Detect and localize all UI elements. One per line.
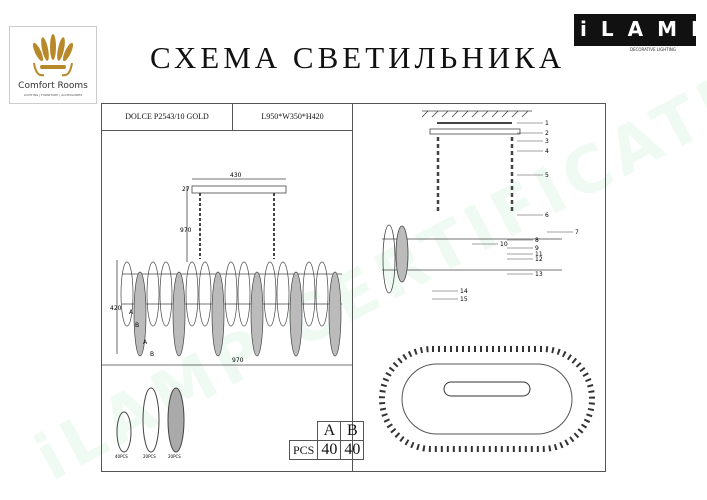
crystal-leaf	[276, 261, 290, 327]
crystal-count: 20PCS	[143, 454, 156, 459]
crystal-leaf	[250, 271, 264, 357]
dim-canopy-width: 430	[230, 172, 242, 179]
col-b: B	[340, 421, 365, 441]
part-number: 5	[545, 172, 549, 179]
part-number: 2	[545, 130, 549, 137]
logo-name: Comfort Rooms	[18, 81, 88, 91]
crystal-leaf	[172, 271, 186, 357]
crystal-leaf	[237, 261, 251, 327]
pcs-label: PCS	[288, 440, 319, 460]
crystal-leaf	[146, 261, 160, 327]
part-number: 3	[545, 138, 549, 145]
crystal-leaf	[315, 261, 329, 327]
dim-height: 420	[110, 305, 122, 312]
part-number: 11	[535, 251, 543, 258]
crystal-leaf	[302, 261, 316, 327]
label-a: A	[129, 309, 134, 316]
logo-tagline: LIGHTING | FURNITURE | ACCESSORIES	[23, 93, 83, 97]
crystal-types: 40PCS 20PCS 20PCS	[115, 387, 185, 459]
crystal-leaf	[289, 271, 303, 357]
crystal-leaf	[120, 261, 134, 327]
crystal-a-icon	[116, 411, 132, 453]
label-b: B	[150, 351, 154, 358]
part-number: 8	[535, 237, 539, 244]
crystal-c-icon	[167, 387, 185, 453]
crystal-leaf	[133, 271, 147, 357]
ilamp-tagline: DECORATIVE LIGHTING	[630, 47, 676, 52]
crystal-leaf	[198, 261, 212, 327]
part-number: 12	[535, 256, 543, 263]
crystal-leaf	[328, 271, 342, 357]
ilamp-logo: iLAMP	[574, 14, 706, 46]
label-b: B	[135, 322, 139, 329]
drawing-frame: DOLCE P2543/10 GOLD L950*W350*H420 430 2…	[101, 103, 606, 472]
dimensions-cell: L950*W350*H420	[233, 104, 353, 131]
dim-canopy-height: 27	[182, 186, 190, 193]
model-cell: DOLCE P2543/10 GOLD	[102, 104, 233, 131]
part-number: 7	[575, 229, 579, 236]
part-number: 10	[500, 241, 508, 248]
crystal-count: 40PCS	[115, 454, 128, 459]
crystal-b-icon	[142, 387, 160, 453]
front-view-drawing: 430 27 970 420 970 A B A B	[102, 172, 352, 366]
part-number: 14	[460, 288, 468, 295]
crystal-leaf	[211, 271, 225, 357]
label-a: A	[143, 339, 148, 346]
crystal-leaf	[159, 261, 173, 327]
crystal-leaf	[224, 261, 238, 327]
ilamp-wordmark: iLAMP	[580, 17, 707, 41]
value-b: 40	[340, 440, 365, 460]
part-number: 1	[545, 120, 549, 127]
comfort-rooms-logo: Comfort Rooms LIGHTING | FURNITURE | ACC…	[9, 26, 97, 104]
part-number: 4	[545, 148, 549, 155]
crown-icon	[32, 34, 74, 77]
col-a: A	[317, 421, 342, 441]
value-a: 40	[317, 440, 342, 460]
dim-chain: 970	[180, 227, 192, 234]
top-view-drawing	[379, 346, 595, 452]
dim-width: 970	[232, 357, 244, 364]
divider	[352, 104, 353, 471]
crystal-leaf	[263, 261, 277, 327]
part-number: 13	[535, 271, 543, 278]
part-number: 9	[535, 245, 539, 252]
part-number: 15	[460, 296, 468, 303]
part-number: 6	[545, 212, 549, 219]
crystal-leaf	[185, 261, 199, 327]
crystal-count: 20PCS	[168, 454, 181, 459]
page-title: СХЕМА СВЕТИЛЬНИКА	[150, 40, 566, 75]
